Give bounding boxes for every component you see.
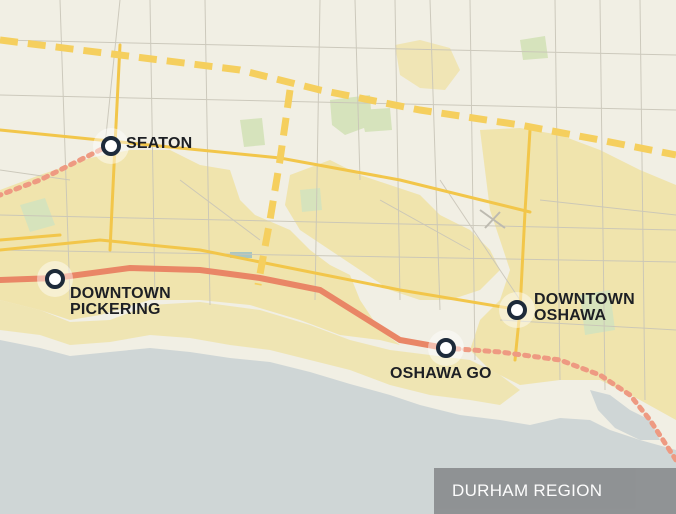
station-label-line: SEATON — [126, 135, 193, 152]
planned-highway — [0, 36, 676, 286]
park-area — [330, 95, 372, 135]
urban-area-north — [395, 40, 460, 90]
station-label-line: OSHAWA GO — [390, 365, 492, 382]
station-label-line: DOWNTOWN — [534, 291, 635, 308]
urban-area-oshawa — [470, 128, 676, 420]
airport-icon — [479, 209, 506, 229]
urban-area-ajax — [285, 160, 500, 300]
pond — [230, 252, 252, 258]
station-label-downtown-pickering: DOWNTOWN PICKERING — [70, 286, 171, 318]
station-marker-downtown-pickering[interactable] — [45, 269, 65, 289]
park-area — [300, 188, 322, 212]
station-label-line: OSHAWA — [534, 307, 607, 324]
harbour — [590, 390, 660, 440]
rail-line-proposed — [0, 142, 676, 463]
park-area — [580, 290, 615, 335]
station-label-downtown-oshawa: DOWNTOWN OSHAWA — [534, 292, 635, 324]
station-marker-oshawa-go[interactable] — [436, 338, 456, 358]
station-label-oshawa-go: OSHAWA GO — [390, 366, 492, 382]
park-area — [520, 36, 548, 60]
region-label-badge: DURHAM REGION — [434, 468, 676, 514]
street-grid — [0, 0, 676, 401]
park-area — [20, 198, 55, 232]
park-area — [360, 108, 392, 132]
station-marker-downtown-oshawa[interactable] — [507, 300, 527, 320]
station-marker-seaton[interactable] — [101, 136, 121, 156]
park-area — [240, 118, 265, 147]
station-label-line: DOWNTOWN — [70, 285, 171, 302]
station-label-seaton: SEATON — [126, 136, 192, 152]
urban-area-pickering — [0, 150, 400, 345]
rail-line-existing — [0, 264, 448, 351]
urban-area-west-lake — [0, 300, 520, 405]
station-label-line: PICKERING — [70, 301, 161, 318]
